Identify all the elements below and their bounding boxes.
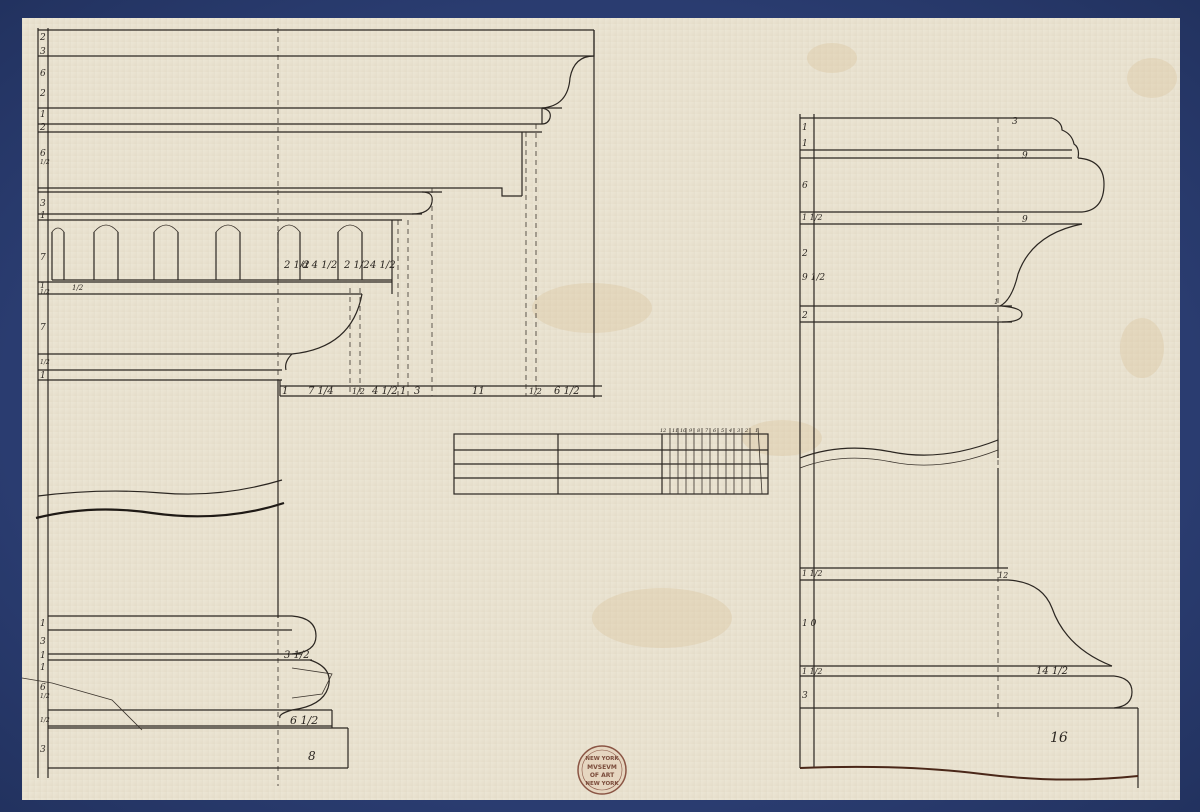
scale-tick-8: 4 xyxy=(728,428,732,434)
right-cap-dim-1: 9 xyxy=(1022,151,1028,161)
left-base-dim-1: 6 1/2 xyxy=(290,714,318,727)
left-scale-label-23: 3 xyxy=(40,745,46,755)
scale-tick-9: 3 xyxy=(737,428,740,434)
scale-tick-4: 8 xyxy=(697,428,700,434)
museum-stamp: NEW YORK MVSEVM OF ART NEW YORK xyxy=(577,745,627,795)
stamp-line-2: OF ART xyxy=(590,772,615,779)
entablature-dim-0: 1 xyxy=(282,386,288,397)
left-scale-label-4: 1 xyxy=(40,110,46,120)
scale-tick-11: 1 xyxy=(755,428,758,434)
left-scale-label-1: 3 xyxy=(40,47,46,57)
dentil-dimensions: 2 1/2 d 4 1/2 2 1/2 4 1/2 1/2 xyxy=(72,260,396,292)
right-scale-label-6: 2 xyxy=(801,311,808,321)
right-cap-dimensions: 3 9 9 1 xyxy=(994,117,1028,306)
left-scale-label-17: 3 xyxy=(40,637,46,647)
right-scale-label-7: 1 1/2 xyxy=(802,569,823,578)
left-scale-label-12: 1/2 xyxy=(40,289,50,296)
right-scale-label-9: 1 1/2 xyxy=(802,667,823,676)
entablature-bottom-dimensions: 1 7 1/4 1/2 4 1/2 1 3 11 1/2 6 1/2 xyxy=(282,386,580,397)
scale-tick-3: 9 xyxy=(689,428,693,434)
stamp-line-0: NEW YORK xyxy=(585,756,619,762)
left-scale-label-8: 3 xyxy=(40,199,46,209)
left-scale-label-11: 1 xyxy=(40,281,45,290)
right-base-break-line xyxy=(799,765,1139,781)
left-scale-label-0: 2 xyxy=(39,33,46,43)
right-scale-label-1: 1 xyxy=(802,139,808,149)
dentil-dim-3: 4 1/2 xyxy=(369,260,396,271)
drawing-sheet: 2 3 6 2 1 2 6 1/2 3 1 7 1 1/2 7 1/2 1 1 … xyxy=(22,18,1180,800)
shaft-break-heavy xyxy=(35,501,285,520)
scale-tick-1: 11 xyxy=(672,428,678,434)
left-scale-label-2: 6 xyxy=(40,69,46,79)
right-scale-label-8: 1 0 xyxy=(802,619,817,629)
left-order-elevation xyxy=(22,28,602,786)
right-scale-label-3: 1 1/2 xyxy=(802,213,823,222)
left-scale-labels: 2 3 6 2 1 2 6 1/2 3 1 7 1 1/2 7 1/2 1 1 … xyxy=(39,33,50,755)
left-base-dimensions: 3 1/2 6 1/2 8 xyxy=(284,650,318,763)
scale-bar: 12 11 10 9 8 7 6 5 4 3 2 1 xyxy=(453,427,769,495)
right-cap-dim-2: 9 xyxy=(1022,215,1028,225)
left-scale-label-3: 2 xyxy=(39,89,46,99)
left-scale-label-10: 7 xyxy=(40,253,46,263)
right-scale-label-4: 2 xyxy=(801,249,808,259)
right-scale-label-0: 1 xyxy=(802,123,808,133)
entablature-dim-5: 3 xyxy=(414,386,420,397)
left-scale-label-15: 1 xyxy=(40,371,46,381)
left-scale-label-13: 7 xyxy=(40,323,46,333)
right-scale-label-5: 9 1/2 xyxy=(802,273,825,283)
left-scale-label-6: 6 xyxy=(40,149,46,159)
scale-tick-0: 12 xyxy=(660,428,666,434)
scale-tick-7: 5 xyxy=(721,428,724,434)
left-scale-label-7: 1/2 xyxy=(40,159,50,166)
entablature-dim-3: 4 1/2 xyxy=(371,386,398,397)
left-scale-label-20: 6 xyxy=(40,683,46,693)
scale-tick-2: 10 xyxy=(680,428,687,434)
right-scale-label-10: 3 xyxy=(802,691,808,701)
scale-tick-6: 6 xyxy=(713,428,717,434)
entablature-dim-2: 1/2 xyxy=(352,387,365,396)
right-cap-dim-0: 3 xyxy=(1012,117,1018,127)
stamp-line-1: MVSEVM xyxy=(587,764,617,771)
right-scale-labels: 1 1 6 1 1/2 2 9 1/2 2 1 1/2 1 0 1 1/2 3 xyxy=(801,123,825,701)
left-scale-label-14: 1/2 xyxy=(40,359,50,366)
dentil-dim-1: d 4 1/2 xyxy=(302,260,337,271)
left-scale-label-19: 1 xyxy=(40,663,46,673)
left-scale-label-9: 1 xyxy=(40,211,46,221)
dentil-dim-2: 2 1/2 xyxy=(343,260,370,271)
left-base-dim-0: 3 1/2 xyxy=(284,650,310,661)
architectural-drawing: 2 3 6 2 1 2 6 1/2 3 1 7 1 1/2 7 1/2 1 1 … xyxy=(22,18,1180,800)
left-scale-label-16: 1 xyxy=(40,619,46,629)
right-base-dim-2: 16 xyxy=(1050,730,1068,746)
right-order-elevation xyxy=(799,114,1139,788)
entablature-dim-7: 1/2 xyxy=(529,387,542,396)
left-base-dim-2: 8 xyxy=(308,749,316,763)
paper xyxy=(22,18,1180,800)
dentil-dim-4: 1/2 xyxy=(72,284,84,292)
left-scale-label-5: 2 xyxy=(39,123,46,133)
right-scale-label-2: 6 xyxy=(802,181,808,191)
foxing-stains xyxy=(532,43,1177,648)
stamp-line-3: NEW YORK xyxy=(585,781,619,787)
right-cap-dim-3: 1 xyxy=(994,298,998,306)
left-scale-label-22: 1/2 xyxy=(40,717,50,724)
entablature-dim-4: 1 xyxy=(400,386,406,397)
right-base-dim-0: 12 xyxy=(998,571,1008,580)
right-base-dim-1: 14 1/2 xyxy=(1036,666,1068,677)
entablature-dim-6: 11 xyxy=(472,386,485,397)
entablature-dim-8: 6 1/2 xyxy=(554,386,580,397)
scale-tick-5: 7 xyxy=(705,428,709,434)
left-scale-label-21: 1/2 xyxy=(40,693,50,700)
left-scale-label-18: 1 xyxy=(40,651,46,661)
entablature-dim-1: 7 1/4 xyxy=(308,386,334,397)
dentil-dim-0: 2 1/2 xyxy=(283,260,310,271)
right-base-dimensions: 12 14 1/2 16 xyxy=(998,571,1068,746)
scale-tick-10: 2 xyxy=(744,428,748,434)
